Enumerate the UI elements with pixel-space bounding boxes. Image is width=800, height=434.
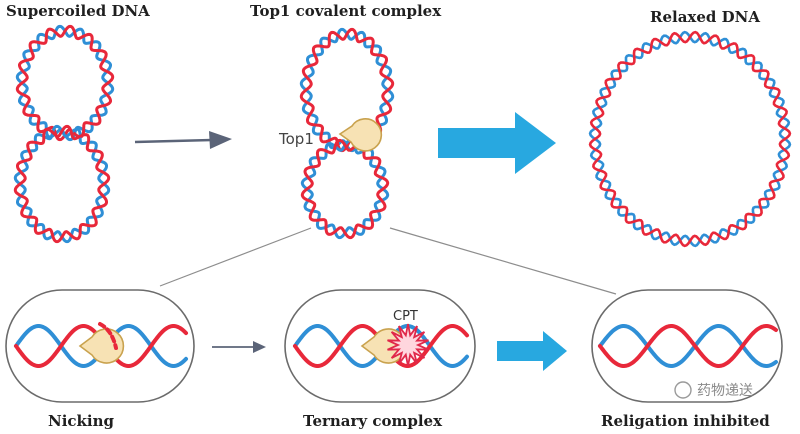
- panel-nicking: [5, 289, 195, 403]
- title-nicking: Nicking: [48, 412, 115, 430]
- dna-strand-blue: [300, 138, 390, 240]
- title-religation-inhibited: Religation inhibited: [601, 412, 770, 430]
- arrow-complex-to-relaxed: [438, 112, 556, 174]
- arrow-ternary-to-religation: [497, 331, 567, 371]
- watermark-logo-icon: [674, 381, 692, 399]
- panel-ternary-complex: [284, 289, 476, 403]
- top1-label: Top1: [278, 130, 314, 148]
- dna-strand-red: [588, 30, 792, 248]
- helix-strand-blue: [598, 324, 778, 368]
- top1-enzyme-icon: [338, 118, 383, 152]
- title-top1-covalent-complex: Top1 covalent complex: [250, 2, 442, 20]
- title-supercoiled-dna: Supercoiled DNA: [6, 2, 150, 20]
- arrow-supercoiled-to-complex: [134, 131, 232, 149]
- zoom-line-left: [159, 227, 312, 287]
- relaxed-dna-circle: [588, 30, 792, 248]
- nick-break-icon: [98, 322, 118, 350]
- supercoiled-dna-loops: [13, 24, 115, 244]
- dna-strand-red: [13, 124, 111, 244]
- zoom-line-right: [389, 227, 617, 295]
- arrow-nicking-to-ternary: [212, 341, 266, 353]
- cpt-drug-icon: [387, 323, 429, 367]
- title-ternary-complex: Ternary complex: [303, 412, 443, 430]
- religation-dna-helix: [598, 324, 778, 368]
- watermark: 药物递送: [674, 381, 753, 399]
- dna-strand-red: [300, 138, 390, 240]
- dna-strand-red: [15, 24, 115, 142]
- panel-religation-inhibited: [591, 289, 783, 403]
- watermark-text: 药物递送: [697, 383, 753, 399]
- title-relaxed-dna: Relaxed DNA: [650, 8, 760, 26]
- helix-strand-red: [598, 324, 778, 368]
- cpt-star-burst: [387, 323, 429, 367]
- cpt-label: CPT: [393, 309, 418, 324]
